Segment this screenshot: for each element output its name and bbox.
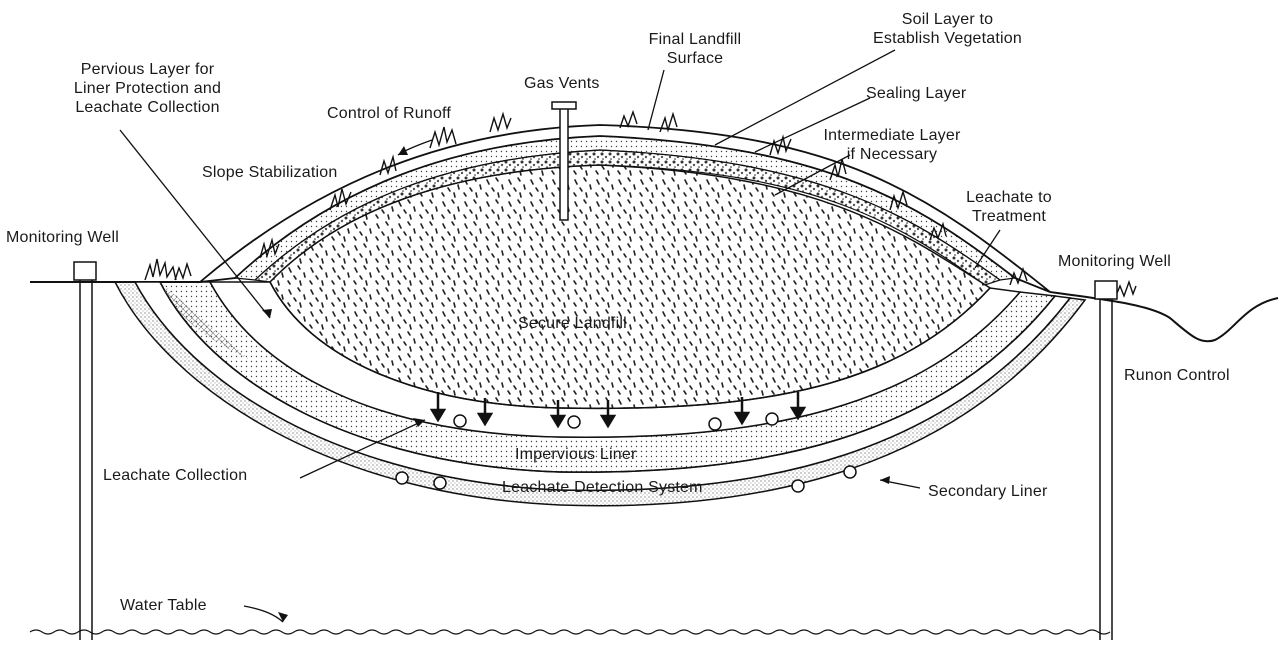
gas-vent-pipe bbox=[551, 101, 577, 221]
label-final-landfill-surface-line2: Surface bbox=[666, 50, 724, 67]
label-pervious-layer-line2: Liner Protection and bbox=[73, 80, 222, 97]
label-secondary-liner: Secondary Liner bbox=[928, 483, 1048, 500]
soil-layer bbox=[197, 124, 1051, 293]
label-sealing-layer: Sealing Layer bbox=[866, 85, 967, 102]
label-soil-layer: Soil Layer to Establish Vegetation bbox=[855, 10, 1040, 48]
label-pervious-layer: Pervious Layer for Liner Protection and … bbox=[40, 60, 255, 117]
leader-arrowheads bbox=[262, 146, 890, 622]
monitoring-well-left bbox=[73, 261, 97, 640]
leachate-detection-pipes bbox=[395, 465, 857, 493]
label-runon-control: Runon Control bbox=[1124, 367, 1230, 384]
label-final-landfill-surface: Final Landfill Surface bbox=[630, 30, 760, 68]
leader-lines bbox=[119, 49, 1001, 623]
label-final-landfill-surface-line1: Final Landfill bbox=[648, 31, 742, 48]
vegetation bbox=[144, 109, 1137, 299]
label-intermediate-layer-line2: if Necessary bbox=[846, 146, 938, 163]
label-pervious-layer-line3: Leachate Collection bbox=[75, 99, 220, 116]
label-intermediate-layer-line1: Intermediate Layer bbox=[823, 127, 961, 144]
label-gas-vents: Gas Vents bbox=[524, 75, 600, 92]
label-water-table: Water Table bbox=[120, 597, 207, 614]
water-table-line bbox=[29, 629, 1111, 635]
label-impervious-liner: Impervious Liner bbox=[515, 446, 637, 463]
label-leachate-to-treatment-line2: Treatment bbox=[971, 208, 1047, 225]
label-leachate-collection: Leachate Collection bbox=[103, 467, 248, 484]
label-slope-stabilization: Slope Stabilization bbox=[202, 164, 338, 181]
label-soil-layer-line1: Soil Layer to bbox=[901, 11, 994, 28]
label-soil-layer-line2: Establish Vegetation bbox=[873, 30, 1022, 47]
leachate-flow-arrows bbox=[429, 392, 807, 429]
label-pervious-layer-line1: Pervious Layer for bbox=[80, 61, 215, 78]
label-control-of-runoff: Control of Runoff bbox=[327, 105, 452, 122]
label-leachate-to-treatment: Leachate to Treatment bbox=[944, 188, 1074, 226]
label-monitoring-well-left: Monitoring Well bbox=[6, 229, 119, 246]
label-leachate-to-treatment-line1: Leachate to bbox=[966, 189, 1052, 206]
label-leachate-detection-system: Leachate Detection System bbox=[502, 479, 703, 496]
label-intermediate-layer: Intermediate Layer if Necessary bbox=[812, 126, 972, 164]
monitoring-well-right bbox=[1094, 280, 1118, 640]
ground-surface-right bbox=[1049, 291, 1279, 343]
label-secure-landfill: Secure Landfill bbox=[518, 315, 627, 332]
label-monitoring-well-right: Monitoring Well bbox=[1058, 253, 1171, 270]
leachate-collection-pipes bbox=[453, 412, 779, 431]
